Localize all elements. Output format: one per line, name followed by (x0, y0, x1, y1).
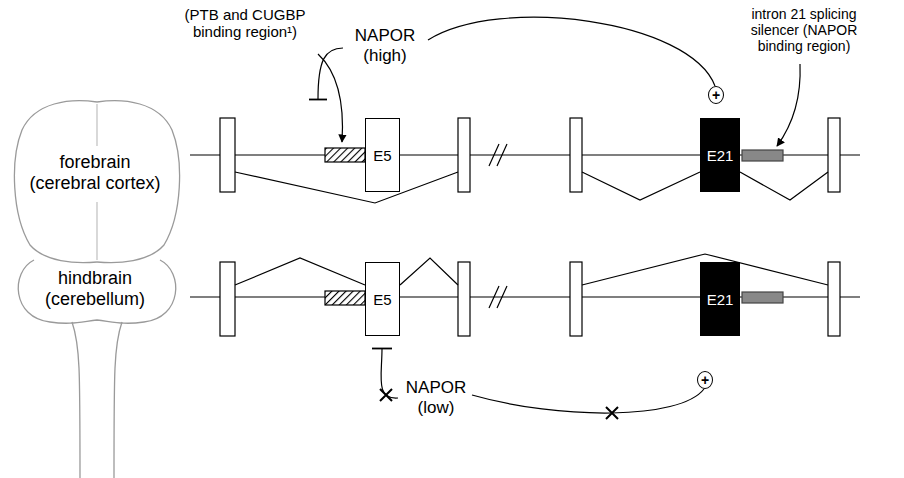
region-label: hindbrain (cerebellum) (26, 268, 164, 309)
gene-bottom (190, 254, 860, 336)
node-text: + (701, 373, 709, 387)
activation-symbol: + (697, 371, 713, 389)
splice-line (582, 172, 700, 200)
factor-label: NAPOR (high) (345, 26, 425, 65)
node-text: E21 (707, 148, 734, 163)
binding-region (325, 148, 365, 162)
midline (96, 202, 97, 260)
activation-arc (428, 17, 715, 86)
gene-top (190, 118, 860, 203)
leader-arrow (777, 64, 800, 146)
exon-box: E21 (700, 118, 740, 192)
exon-box (570, 118, 582, 192)
leader-arrow (318, 54, 343, 142)
activation-arc (472, 389, 704, 413)
node-text: E5 (373, 292, 391, 307)
node-text: E5 (373, 148, 391, 163)
break-mark (489, 144, 507, 166)
inhibition-bar (372, 348, 392, 350)
exon-box (220, 118, 235, 192)
splicing-silencer (742, 150, 783, 161)
splice-line (235, 172, 458, 203)
activation-symbol: + (708, 86, 724, 104)
exon-box (458, 118, 470, 192)
exon-box: E5 (365, 262, 400, 336)
splice-line (235, 258, 365, 285)
exon-box (828, 118, 840, 192)
node-text: + (712, 88, 720, 102)
spinal-cord (114, 322, 122, 478)
block-cross (606, 407, 618, 419)
exon-box: E21 (700, 262, 740, 336)
splice-line (400, 258, 458, 285)
break-mark (489, 286, 507, 308)
cerebellum-outline (18, 260, 175, 323)
node-text: E21 (707, 292, 734, 307)
factor-label: NAPOR (low) (400, 378, 472, 417)
exon-box (220, 262, 235, 336)
inhibition-arc (318, 48, 343, 99)
regulation-arcs (309, 17, 715, 419)
annotation-label: (PTB and CUGBP binding region¹) (175, 6, 315, 41)
exon-box (570, 262, 582, 336)
exon-box (828, 262, 840, 336)
splicing-silencer (742, 292, 783, 303)
brain-outline (14, 101, 179, 478)
midline (96, 104, 97, 146)
block-cross (380, 389, 392, 401)
annotation-label: intron 21 splicing silencer (NAPOR bindi… (738, 6, 870, 54)
exon-box (458, 262, 470, 336)
binding-region (325, 291, 365, 305)
exon-box: E5 (365, 118, 400, 192)
region-label: forebrain (cerebral cortex) (26, 152, 164, 193)
inhibition-bar (309, 99, 327, 101)
splice-line (740, 172, 828, 200)
spinal-cord (72, 322, 80, 478)
